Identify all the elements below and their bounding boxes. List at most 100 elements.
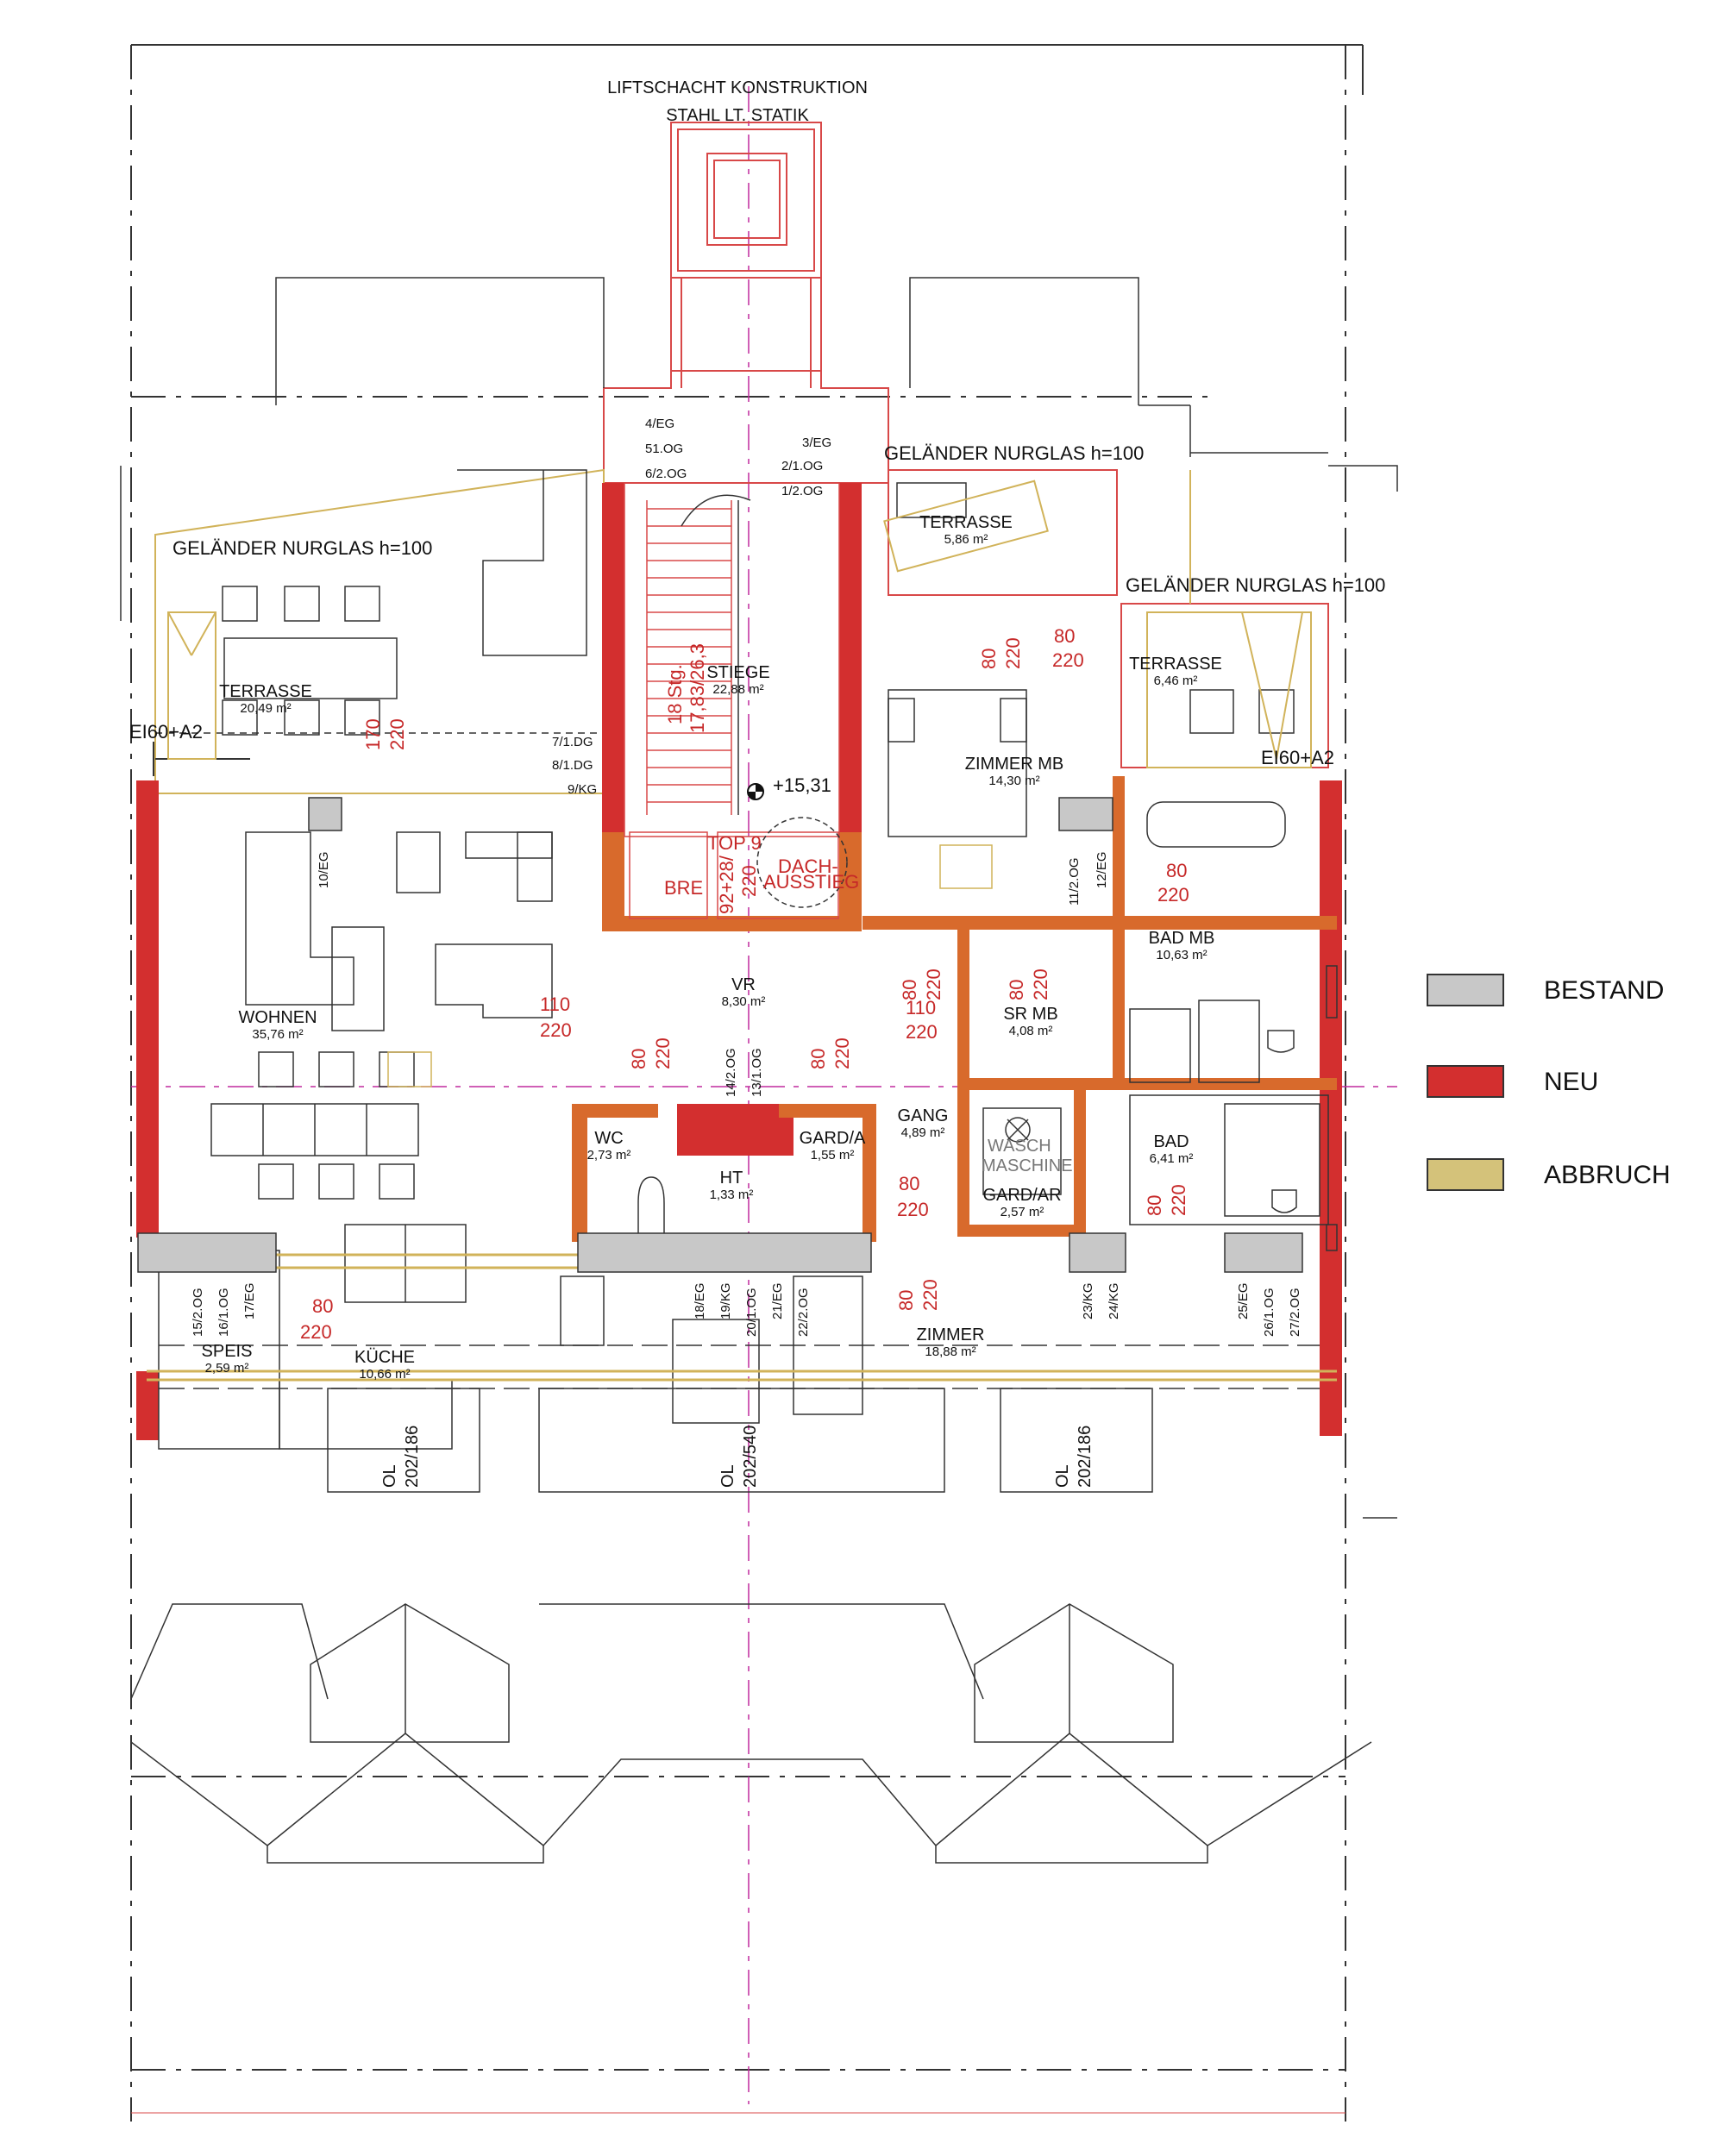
window2-size: 202/540	[741, 1426, 760, 1488]
facade-right	[1326, 965, 1397, 1519]
dim-220-e: 220	[540, 1019, 572, 1041]
room-bad: BAD	[1153, 1132, 1189, 1151]
shaft-12eg: 12/EG	[1095, 851, 1109, 888]
new-walls	[136, 483, 1342, 1440]
room-wohnen: WOHNEN	[238, 1008, 317, 1027]
shaft-5og: 51.OG	[645, 442, 683, 456]
shaft-16og: 16/1.OG	[216, 1288, 231, 1337]
room-sr-mb: SR MB	[1003, 1005, 1057, 1024]
stair-steps-label: 18 Stg.	[664, 664, 686, 724]
shaft-19kg: 19/KG	[718, 1282, 733, 1319]
railing-note-right: GELÄNDER NURGLAS h=100	[1126, 574, 1385, 596]
shaft-15og: 15/2.OG	[191, 1288, 205, 1337]
kitchen-area	[158, 1250, 1320, 1450]
dim-220-k: 220	[897, 1199, 929, 1220]
shaft-27og: 27/2.OG	[1288, 1288, 1302, 1337]
shaft-2og: 2/1.OG	[781, 459, 823, 473]
fire-rating-left: EI60+A2	[129, 721, 203, 743]
room-terrasse-right-area: 6,46 m²	[1154, 674, 1198, 688]
dim-110-b: 110	[906, 997, 936, 1018]
dim-220-h: 220	[1030, 968, 1051, 1000]
shaft-22og: 22/2.OG	[796, 1288, 811, 1337]
room-stiege: STIEGE	[706, 663, 769, 682]
room-kueche: KÜCHE	[354, 1348, 415, 1367]
stair-ratio-label: 17,83/26,3	[687, 643, 708, 733]
shaft-18eg: 18/EG	[693, 1282, 707, 1319]
dim-80-e: 80	[1006, 980, 1027, 1000]
dim-220-b: 220	[1002, 637, 1024, 669]
room-gard-ar-area: 2,57 m²	[1000, 1205, 1044, 1219]
shaft-4eg: 4/EG	[645, 417, 674, 431]
windows-lower	[327, 1388, 1153, 1493]
window3-size: 202/186	[1076, 1426, 1095, 1488]
dim-220-j: 220	[831, 1037, 853, 1069]
room-ht-area: 1,33 m²	[710, 1188, 754, 1202]
room-stiege-area: 22,88 m²	[712, 682, 763, 697]
room-vr-area: 8,30 m²	[722, 994, 766, 1009]
washer-label-line2: MASCHINE	[982, 1156, 1073, 1175]
legend-swatch-abbruch	[1427, 1158, 1504, 1191]
shaft-9kg: 9/KG	[568, 782, 597, 797]
shaft-13og: 13/1.OG	[750, 1048, 764, 1097]
outer-frame	[130, 44, 1397, 2122]
stair-steps	[647, 508, 731, 803]
elevation-marker	[747, 783, 764, 800]
living-furniture	[210, 831, 553, 1303]
room-speis: SPEIS	[202, 1342, 253, 1361]
dim-80-b: 80	[1054, 625, 1075, 647]
shaft-8dg: 8/1.DG	[552, 758, 593, 773]
shaft-20og: 20/1.OG	[744, 1288, 759, 1337]
dim-220-g: 220	[923, 968, 944, 1000]
shaft-1og: 1/2.OG	[781, 484, 823, 498]
shaft-26og: 26/1.OG	[1262, 1288, 1276, 1337]
fixtures	[637, 689, 1329, 1238]
room-wc: WC	[594, 1129, 623, 1148]
shaft-11og: 11/2.OG	[1067, 857, 1082, 906]
room-gard-ar: GARD/AR	[982, 1186, 1061, 1205]
dim-80-a: 80	[978, 649, 1000, 669]
room-labels: TERRASSE 20,49 m² TERRASSE 5,86 m² TERRA…	[202, 513, 1222, 1382]
shaft-14og: 14/2.OG	[724, 1048, 738, 1097]
roof-exit-line1: DACH-	[778, 856, 838, 877]
room-zimmer-area: 18,88 m²	[925, 1344, 975, 1359]
header-title-line1: LIFTSCHACHT KONSTRUKTION	[607, 78, 868, 97]
room-terrasse-left: TERRASSE	[219, 682, 312, 701]
room-terrasse-left-area: 20,49 m²	[240, 701, 291, 716]
shaft-labels: 4/EG 51.OG 6/2.OG 3/EG 2/1.OG 1/2.OG 7/1…	[191, 417, 1302, 1337]
room-wohnen-area: 35,76 m²	[252, 1027, 303, 1042]
top-number: TOP 9	[707, 832, 762, 854]
shaft-6og: 6/2.OG	[645, 467, 687, 481]
room-gard-a: GARD/A	[800, 1129, 866, 1148]
room-bad-mb: BAD MB	[1149, 929, 1215, 948]
existing-blocks	[137, 797, 1303, 1273]
window2-type: OL	[718, 1464, 737, 1488]
window-labels: OL 202/186 OL 202/540 OL 202/186	[380, 1426, 1095, 1488]
dim-80-k: 80	[312, 1295, 333, 1317]
shaft-10eg: 10/EG	[317, 851, 331, 888]
shaft-25eg: 25/EG	[1236, 1282, 1251, 1319]
dimension-labels: 170 220 80 220 80 220 80 220 110 220 110…	[300, 625, 1189, 1343]
window3-type: OL	[1053, 1464, 1072, 1488]
washer-label-line1: WASCH	[988, 1137, 1051, 1156]
dim-80-d: 80	[899, 980, 920, 1000]
room-ht: HT	[720, 1169, 743, 1188]
header-title-line2: STAHL LT. STATIK	[666, 106, 809, 125]
dim-80-h: 80	[899, 1173, 919, 1194]
demolition-bands	[147, 1253, 1337, 1382]
dim-80-f: 80	[628, 1049, 649, 1069]
terrace-right	[883, 469, 1329, 768]
room-wc-area: 2,73 m²	[587, 1148, 631, 1163]
roof-exit-dim2: 220	[738, 865, 760, 897]
dim-80-c: 80	[1166, 860, 1187, 881]
legend-swatch-neu	[1427, 1065, 1504, 1098]
shaft-7dg: 7/1.DG	[552, 735, 593, 749]
roof-exit-line2: AUSSTIEG	[763, 871, 859, 893]
room-zimmer-mb-area: 14,30 m²	[988, 774, 1039, 788]
window1-type: OL	[380, 1464, 399, 1488]
dim-220-m: 220	[919, 1279, 941, 1311]
staircase	[624, 482, 848, 919]
room-zimmer: ZIMMER	[917, 1326, 985, 1344]
shaft-21eg: 21/EG	[770, 1282, 785, 1319]
dim-80-i: 80	[1144, 1195, 1165, 1216]
dim-80-g: 80	[807, 1049, 829, 1069]
